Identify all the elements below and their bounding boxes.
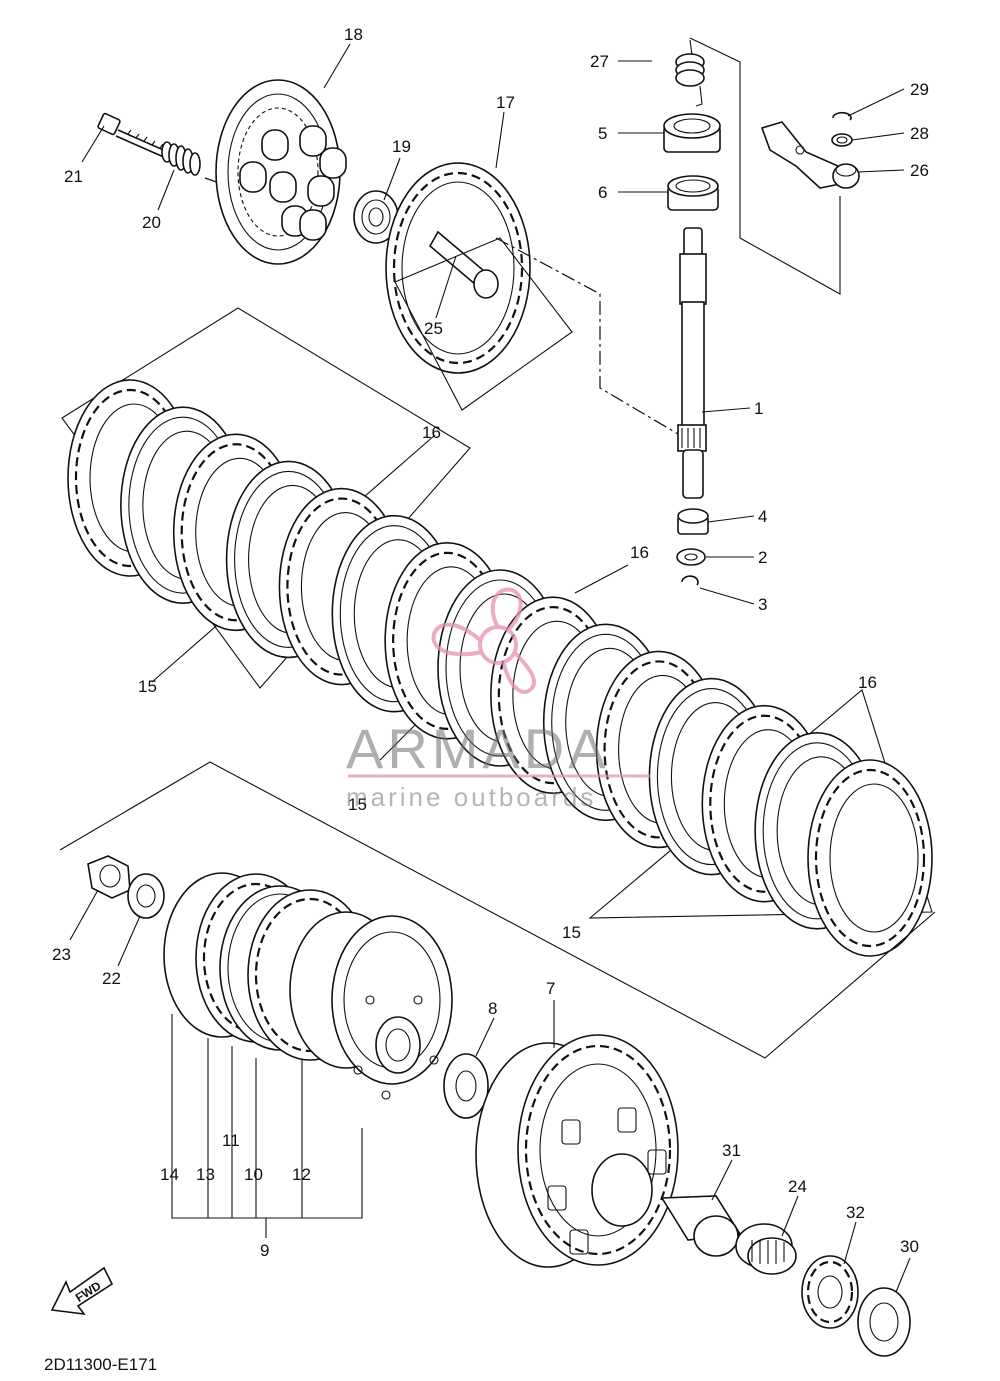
callout-31: 31 (722, 1141, 741, 1160)
callout-15-middle: 15 (348, 795, 367, 814)
callout-24: 24 (788, 1177, 807, 1196)
watermark-tagline: marine outboards (346, 782, 596, 812)
part-22-lock-washer (127, 873, 165, 919)
callout-17: 17 (496, 93, 515, 112)
friction-plate (807, 759, 933, 957)
callout-13: 13 (196, 1165, 215, 1184)
callout-25: 25 (424, 319, 443, 338)
callout-2: 2 (758, 548, 767, 567)
part-12-clutch-boss (289, 911, 453, 1100)
part-30-oil-seal (857, 1287, 911, 1357)
callout-22: 22 (102, 969, 121, 988)
part-19-bearing (353, 190, 399, 244)
callout-11: 11 (222, 1131, 240, 1150)
callout-14: 14 (160, 1165, 179, 1184)
part-27-spring (675, 39, 705, 107)
callout-9: 9 (260, 1241, 269, 1260)
part-26-release-lever (760, 121, 860, 189)
part-1-shaft (677, 227, 707, 499)
part-8-thrust-washer (443, 1053, 489, 1119)
callout-21: 21 (64, 167, 83, 186)
callout-1: 1 (754, 399, 763, 418)
callout-6: 6 (598, 183, 607, 202)
callout-16-middle: 16 (630, 543, 649, 562)
part-5-oil-seal (663, 113, 721, 153)
callout-16-right: 16 (858, 673, 877, 692)
callout-10: 10 (244, 1165, 263, 1184)
callout-16-top: 16 (422, 423, 441, 442)
drawing-code: 2D11300-E171 (44, 1355, 157, 1374)
part-3-circlip (681, 575, 699, 586)
callout-26: 26 (910, 161, 929, 180)
part-23-nut (87, 855, 131, 899)
part-7-clutch-housing (475, 1034, 679, 1268)
callout-15-left: 15 (138, 677, 157, 696)
callout-5: 5 (598, 124, 607, 143)
callout-20: 20 (142, 213, 161, 232)
callout-18: 18 (344, 25, 363, 44)
callout-15-right: 15 (562, 923, 581, 942)
callout-12: 12 (292, 1165, 311, 1184)
part-25-push-rod (428, 230, 499, 299)
callout-8: 8 (488, 999, 497, 1018)
part-18-pressure-plate (215, 79, 347, 265)
watermark: ARMADA marine outboards (346, 587, 650, 812)
callout-23: 23 (52, 945, 71, 964)
part-24-needle-bearing (735, 1223, 797, 1275)
part-29-circlip (832, 111, 852, 121)
callout-28: 28 (910, 124, 929, 143)
part-21-bolt (97, 112, 169, 159)
part-28-washer (831, 133, 853, 147)
callout-19: 19 (392, 137, 411, 156)
leader-lines (69, 43, 911, 1293)
callout-29: 29 (910, 80, 929, 99)
part-4-bushing (677, 508, 709, 535)
callout-4: 4 (758, 507, 767, 526)
callout-30: 30 (900, 1237, 919, 1256)
part-20-spring (161, 141, 201, 176)
callout-labels: 18 17 19 21 20 25 27 5 6 29 28 26 1 16 4… (52, 25, 929, 1260)
part-31-collar (660, 1195, 742, 1257)
clutch-plate-stack (61, 307, 933, 957)
watermark-brand: ARMADA (346, 717, 610, 780)
callout-3: 3 (758, 595, 767, 614)
fwd-arrow-icon: FWD (50, 1266, 114, 1316)
part-6-needle-bearing (667, 175, 719, 211)
callout-27: 27 (590, 52, 609, 71)
part-32-gear (801, 1255, 859, 1329)
part-2-washer (676, 548, 706, 566)
callout-7: 7 (546, 979, 555, 998)
watermark-logo (431, 587, 536, 694)
callout-32: 32 (846, 1203, 865, 1222)
